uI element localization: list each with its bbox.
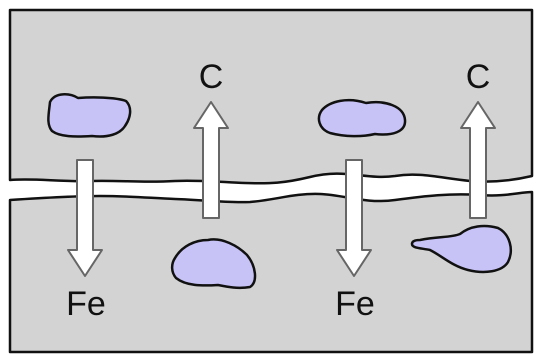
carbon-label-right: C — [466, 58, 491, 96]
upper-material-block — [8, 8, 534, 185]
particle-lower-right — [410, 224, 512, 274]
particle-lower-left — [170, 238, 257, 290]
iron-diffusion-arrow-right — [336, 159, 372, 277]
iron-label-left: Fe — [66, 285, 106, 323]
iron-diffusion-arrow-left — [67, 159, 103, 277]
carbon-label-left: C — [199, 58, 224, 96]
particle-upper-middle — [317, 98, 407, 138]
carbon-diffusion-arrow-left — [193, 101, 229, 219]
particle-upper-left — [47, 93, 132, 138]
iron-label-right: Fe — [335, 285, 375, 323]
carbon-diffusion-arrow-right — [460, 101, 496, 219]
